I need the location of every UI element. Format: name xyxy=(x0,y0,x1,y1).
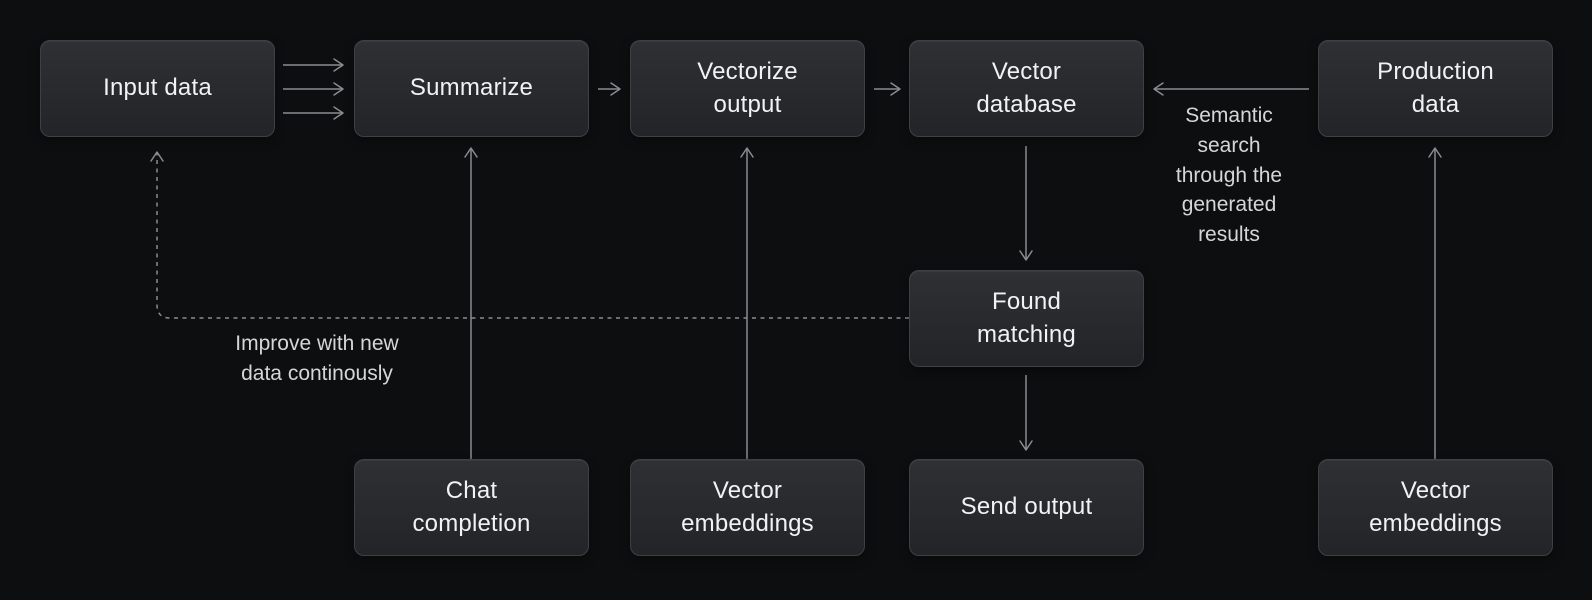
node-label-vector-embeddings-left: Vector embeddings xyxy=(681,477,814,537)
node-vector-database: Vector database xyxy=(909,40,1144,137)
node-label-vectorize-output: Vectorize output xyxy=(697,58,798,118)
node-label-input-data: Input data xyxy=(103,74,212,102)
edge-found-to-send xyxy=(1019,375,1033,451)
edge-input-to-summarize xyxy=(283,58,344,120)
label-semantic-search: Semantic search through the generated re… xyxy=(1175,104,1283,247)
node-send-output: Send output xyxy=(909,459,1144,556)
node-label-chat-completion: Chat completion xyxy=(412,477,531,537)
edge-summarize-to-vectorize xyxy=(598,82,621,96)
node-label-vector-embeddings-right: Vector embeddings xyxy=(1369,477,1502,537)
node-label-found-matching: Found matching xyxy=(977,288,1076,348)
node-vectorize-output: Vectorize output xyxy=(630,40,865,137)
node-input-data: Input data xyxy=(40,40,275,137)
edge-vectorize-to-vectordb xyxy=(874,82,901,96)
node-vector-embeddings-right: Vector embeddings xyxy=(1318,459,1553,556)
edge-chat-to-summarize xyxy=(464,147,478,459)
edge-production-to-vectordb xyxy=(1153,82,1309,96)
node-vector-embeddings-left: Vector embeddings xyxy=(630,459,865,556)
edge-vectordb-to-found xyxy=(1019,146,1033,261)
node-label-send-output: Send output xyxy=(960,493,1093,521)
edge-found-to-input-dashed xyxy=(150,151,909,319)
node-chat-completion: Chat completion xyxy=(354,459,589,556)
edge-embeddings-to-vectorize xyxy=(740,147,754,459)
node-label-vector-database: Vector database xyxy=(976,58,1077,118)
label-improve-loop: Improve with new data continously xyxy=(235,332,399,385)
node-label-production-data: Production data xyxy=(1377,58,1494,118)
node-production-data: Production data xyxy=(1318,40,1553,137)
node-label-summarize: Summarize xyxy=(409,74,534,102)
edge-embeddings-to-production xyxy=(1428,147,1442,459)
node-found-matching: Found matching xyxy=(909,270,1144,367)
node-summarize: Summarize xyxy=(354,40,589,137)
